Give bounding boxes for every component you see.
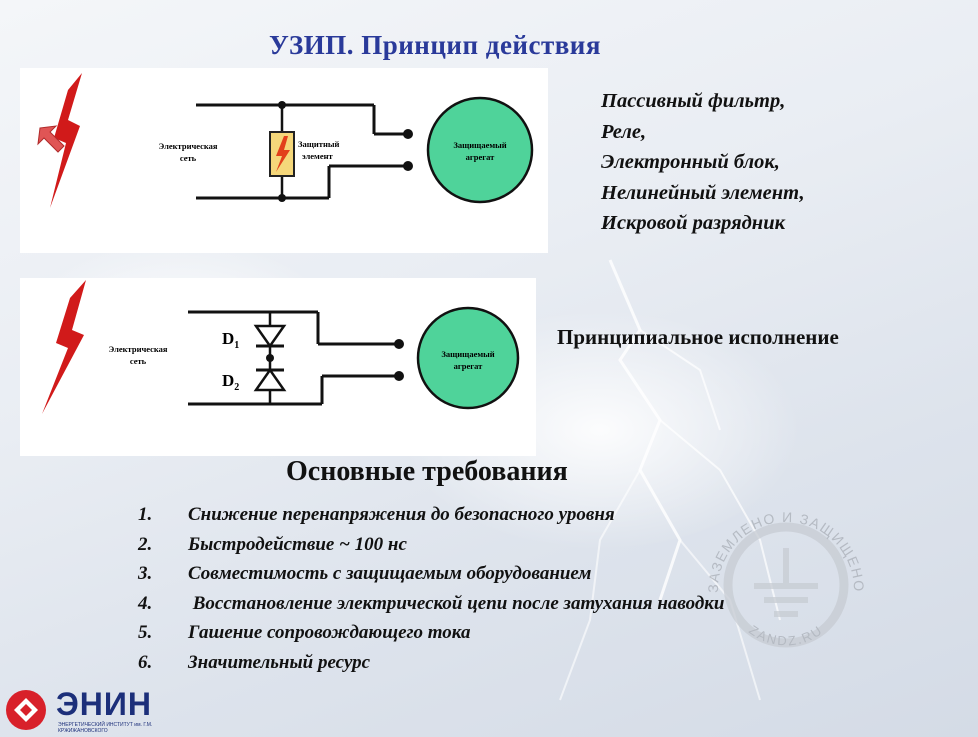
diagram-principal-panel: Электрическая сеть D1 D2 Защищаемый агре… [20, 278, 536, 456]
load-label-2: агрегат [466, 152, 495, 162]
protected-load-circle [416, 306, 520, 410]
list-item: 4. Восстановление электрической цепи пос… [138, 592, 725, 614]
cursor-arrow-icon [37, 125, 65, 153]
lightning-bolt-icon [42, 280, 86, 414]
enin-logo-icon [6, 690, 46, 730]
requirements-list: 1.Снижение перенапряжения до безопасного… [138, 500, 725, 677]
d2-label: D2 [222, 371, 239, 393]
diagram-general: Электрическая сеть Защитный элемент Защи… [37, 73, 534, 208]
load-label: Защищаемый [453, 140, 506, 150]
list-item: Искровой разрядник [601, 212, 785, 234]
protective-element [269, 131, 295, 177]
list-item: 5.Гашение сопровождающего тока [138, 622, 471, 643]
d1-label: D1 [222, 329, 239, 351]
list-item: 6.Значительный ресурс [138, 651, 371, 673]
network-label-2: сеть [130, 356, 147, 366]
protected-load-circle [426, 96, 534, 204]
diode-d1 [253, 324, 287, 349]
element-label: Защитный [298, 139, 340, 149]
network-label: Электрическая [108, 344, 167, 354]
requirements-title: Основные требования [286, 456, 568, 487]
list-item: 2.Быстродействие ~ 100 нс [138, 533, 407, 555]
list-item: Электронный блок, [601, 151, 780, 173]
element-label-2: элемент [302, 151, 334, 161]
load-label: Защищаемый [441, 349, 494, 359]
types-list: Пассивный фильтр, Реле, Электронный блок… [601, 86, 805, 239]
logo-name: ЭНИН [56, 686, 152, 722]
principal-label: Принципиальное исполнение [557, 325, 839, 349]
watermark-logo: ЗАЗЕМЛЕНО И ЗАЩИЩЕНО ZANDZ.RU [705, 509, 866, 649]
list-item: Пассивный фильтр, [601, 90, 786, 112]
diode-d2 [253, 367, 287, 392]
svg-text:ZANDZ.RU: ZANDZ.RU [746, 622, 825, 648]
enin-logo: ЭНИН ЭНЕРГЕТИЧЕСКИЙ ИНСТИТУТ им. Г.М. КР… [4, 684, 174, 734]
page-title: УЗИП. Принцип действия [269, 30, 601, 60]
network-label: Электрическая [158, 141, 217, 151]
diagram-general-panel: Электрическая сеть Защитный элемент Защи… [20, 68, 548, 253]
diagram-principal: Электрическая сеть D1 D2 Защищаемый агре… [42, 280, 520, 414]
list-item: Нелинейный элемент, [601, 181, 805, 204]
load-label-2: агрегат [454, 361, 483, 371]
list-item: Реле, [601, 120, 647, 143]
list-item: 3.Совместимость с защищаемым оборудовани… [138, 563, 592, 584]
network-label-2: сеть [180, 153, 197, 163]
list-item: 1.Снижение перенапряжения до безопасного… [138, 504, 615, 525]
logo-subtitle: ЭНЕРГЕТИЧЕСКИЙ ИНСТИТУТ им. Г.М. КРЖИЖАН… [58, 722, 153, 734]
lightning-bolt-icon [50, 73, 82, 208]
